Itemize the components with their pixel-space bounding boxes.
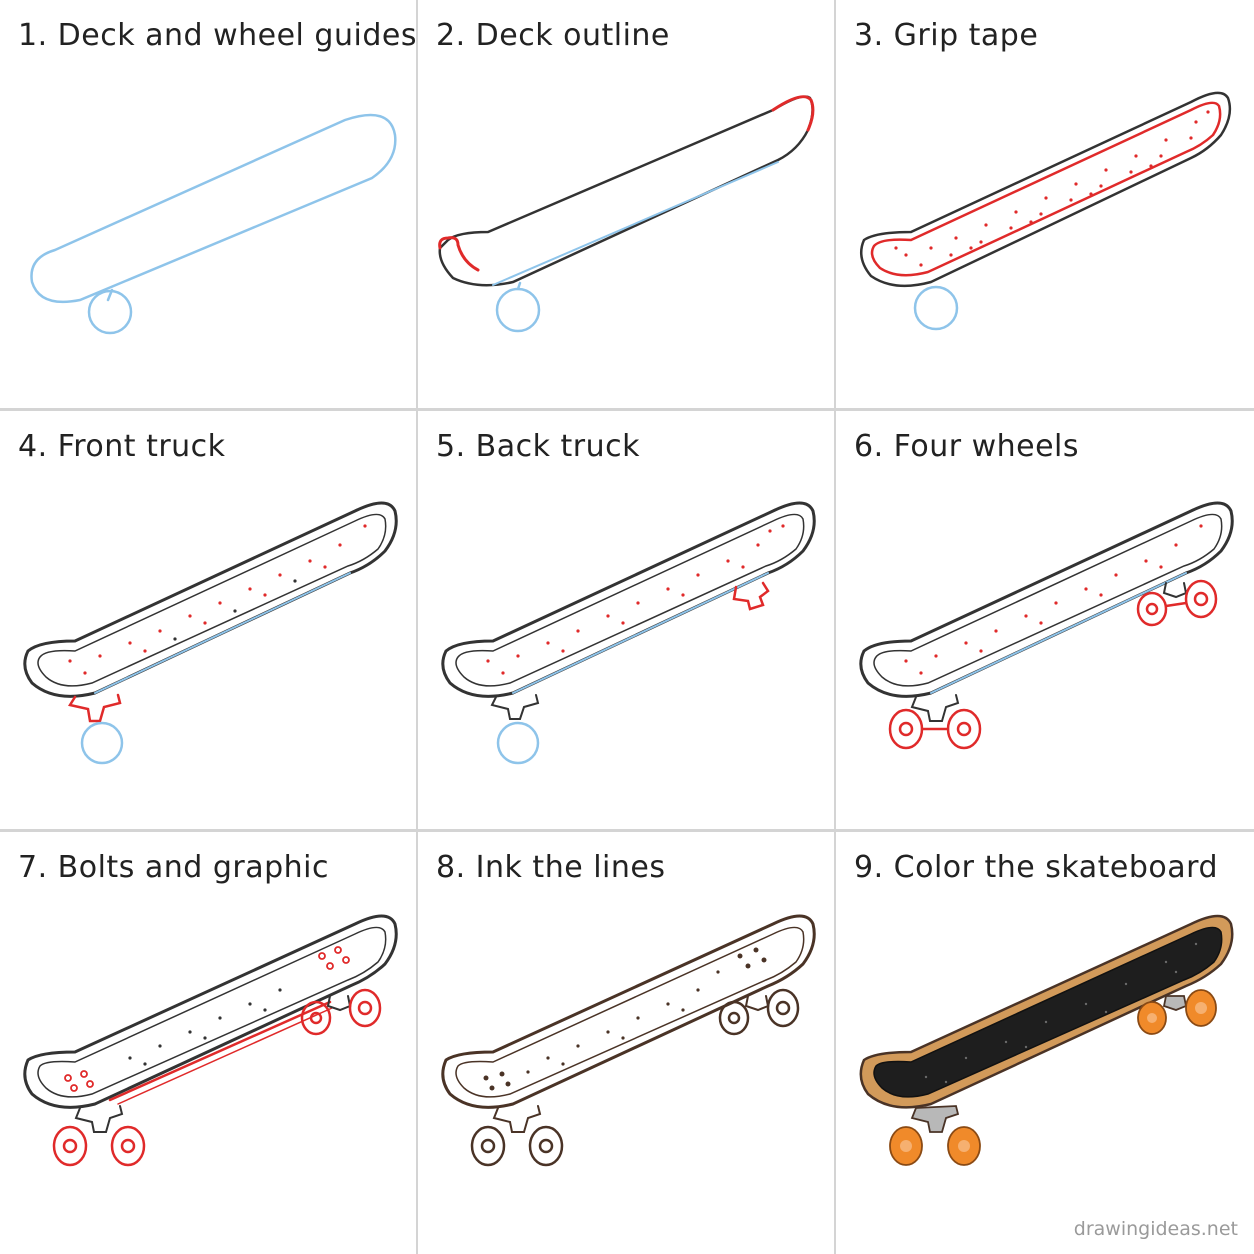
step-title: 6. Four wheels — [854, 429, 1080, 464]
divider — [834, 832, 836, 1254]
divider — [416, 832, 418, 1254]
step-title: 2. Deck outline — [436, 18, 670, 53]
grip-dots — [894, 110, 1210, 267]
step-panel-5: 5. Back truck — [418, 411, 834, 829]
divider — [416, 0, 418, 408]
step-title: 8. Ink the lines — [436, 850, 666, 885]
step-panel-9: 9. Color the skateboard — [836, 832, 1254, 1254]
divider — [416, 411, 418, 829]
divider — [834, 408, 836, 411]
back-truck-drawing — [441, 501, 816, 765]
inked-drawing — [441, 914, 816, 1167]
step-title: 1. Deck and wheel guides — [18, 18, 416, 53]
divider — [0, 408, 416, 411]
divider — [418, 408, 834, 411]
divider — [0, 829, 416, 832]
step-title: 3. Grip tape — [854, 18, 1039, 53]
divider — [834, 829, 836, 832]
colored-skateboard-drawing — [859, 914, 1234, 1166]
step-title: 5. Back truck — [436, 429, 641, 464]
front-truck-drawing — [23, 501, 398, 765]
step-panel-7: 7. Bolts and graphic — [0, 832, 416, 1254]
step-panel-3: 3. Grip tape — [836, 0, 1254, 408]
step-panel-1: 1. Deck and wheel guides — [0, 0, 416, 408]
divider — [416, 408, 418, 411]
deck-guide-drawing — [30, 113, 397, 335]
step-title: 9. Color the skateboard — [854, 850, 1218, 885]
step-panel-8: 8. Ink the lines — [418, 832, 834, 1254]
step-title: 4. Front truck — [18, 429, 226, 464]
step-panel-4: 4. Front truck — [0, 411, 416, 829]
grip-tape-drawing — [859, 91, 1232, 331]
bolts-graphic-drawing — [23, 914, 398, 1167]
divider — [836, 408, 1254, 411]
divider — [836, 829, 1254, 832]
divider — [834, 0, 836, 408]
four-wheels-drawing — [859, 501, 1234, 750]
divider — [418, 829, 834, 832]
step-panel-2: 2. Deck outline — [418, 0, 834, 408]
site-watermark: drawingideas.net — [1073, 1218, 1238, 1240]
deck-outline-drawing — [438, 95, 815, 333]
step-panel-6: 6. Four wheels — [836, 411, 1254, 829]
divider — [416, 829, 418, 832]
step-title: 7. Bolts and graphic — [18, 850, 329, 885]
divider — [834, 411, 836, 829]
